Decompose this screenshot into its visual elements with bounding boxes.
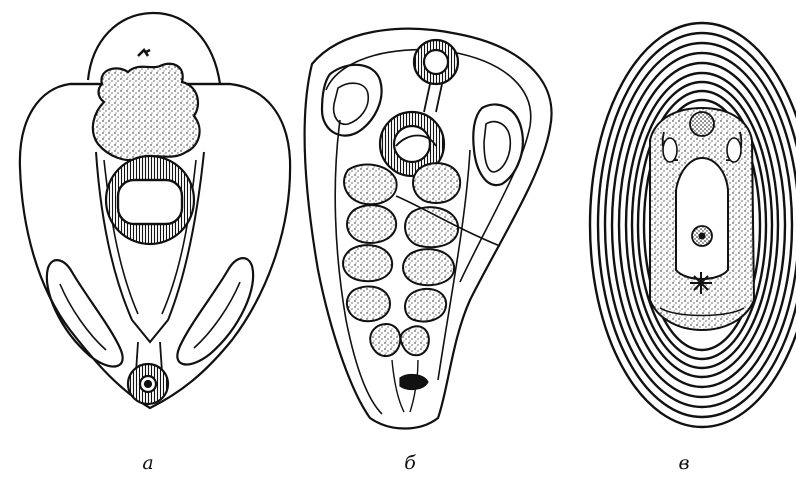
panel-b-right-cavity xyxy=(473,105,523,186)
panel-c-inner-chamber xyxy=(676,158,728,279)
panel-label-b: б xyxy=(390,452,430,474)
panel-label-a: а xyxy=(128,452,168,474)
panel-a-drawing xyxy=(20,13,290,408)
panel-b-left-cavity xyxy=(322,65,382,136)
panel-c-drawing xyxy=(590,23,796,427)
panel-b-drawing xyxy=(305,29,552,429)
panel-b-lobes xyxy=(343,163,460,356)
panel-b-dark-mark xyxy=(400,375,428,390)
panel-a-right-loop xyxy=(177,258,253,364)
panel-a-stippled-mass xyxy=(93,64,200,160)
panel-label-c: в xyxy=(664,452,704,474)
